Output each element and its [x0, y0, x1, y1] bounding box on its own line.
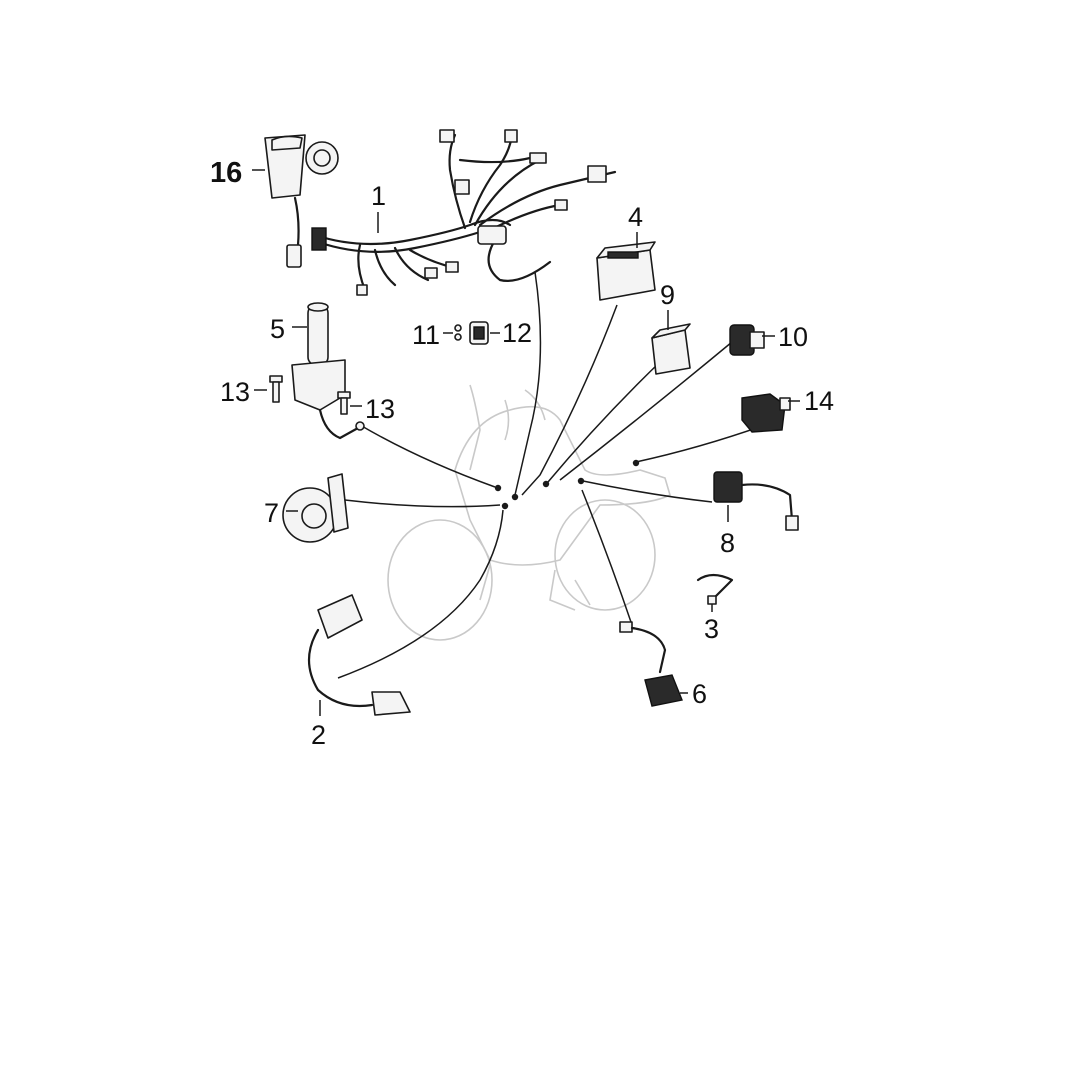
callout-14: 14 — [804, 386, 834, 416]
callout-2: 2 — [311, 720, 326, 750]
clamp — [696, 573, 734, 605]
callout-5: 5 — [270, 314, 285, 344]
bolt-left — [269, 375, 283, 403]
handlebar-switch — [264, 134, 339, 268]
scooter-outline — [387, 384, 671, 641]
regulator — [713, 471, 799, 531]
wire-harness — [311, 129, 617, 296]
leader-wires — [337, 271, 766, 679]
callout-11: 11 — [412, 320, 440, 350]
callout-13-right: 13 — [365, 394, 395, 424]
battery — [596, 241, 656, 301]
horn — [282, 473, 349, 543]
callout-6: 6 — [692, 679, 707, 709]
relay — [651, 323, 691, 375]
callout-7: 7 — [264, 498, 279, 528]
callout-3: 3 — [704, 614, 719, 644]
fuse-holder — [469, 321, 489, 345]
callout-4: 4 — [628, 202, 643, 232]
sensor — [619, 621, 683, 707]
callout-13-left: 13 — [220, 377, 250, 407]
callout-9: 9 — [660, 280, 675, 310]
callout-10: 10 — [778, 322, 808, 352]
connector — [729, 324, 765, 356]
small-fuse — [454, 324, 462, 341]
callout-8: 8 — [720, 528, 735, 558]
bolt-right — [337, 391, 351, 415]
ignition-coil — [308, 594, 411, 716]
callout-ticks — [252, 169, 800, 716]
callout-12: 12 — [502, 318, 532, 348]
callout-16: 16 — [210, 157, 242, 189]
starter-relay — [741, 393, 791, 433]
ignition-switch — [291, 302, 365, 440]
callout-1: 1 — [371, 181, 386, 211]
